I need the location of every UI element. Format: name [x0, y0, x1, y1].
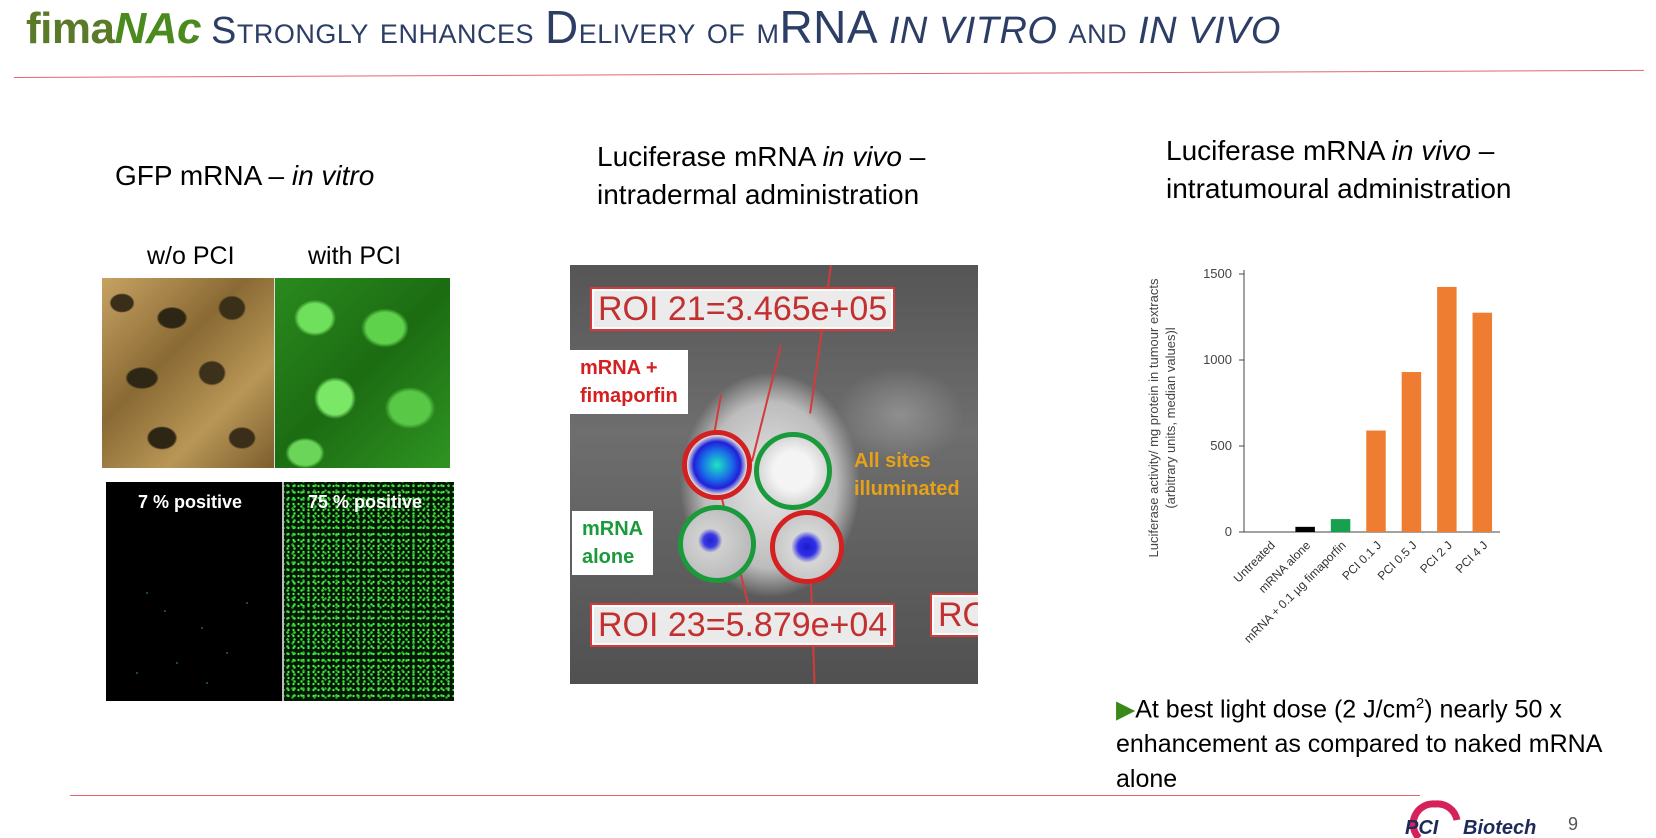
ivis-image: ROI 21=3.465e+05 ROI 23=5.879e+04 RO mRN… — [570, 265, 978, 684]
panel-gfp-caption: GFP mRNA – in vitro — [115, 160, 375, 191]
brand-name: fimaNAc — [26, 4, 202, 53]
chart-y-tick-label: 500 — [1210, 438, 1232, 453]
chart-ylabel-line2: (arbitrary units, median values)l — [1163, 327, 1178, 508]
luciferase-bar-chart: Luciferase activity/ mg protein in tumou… — [1146, 266, 1500, 646]
flow-image: 7 % positive 75 % positive — [106, 482, 454, 701]
chart-y-tick-label: 1500 — [1203, 266, 1232, 281]
pci-biotech-logo: PCI Biotech — [1405, 800, 1536, 838]
microscopy-without-pci — [102, 278, 274, 468]
chart-x-tick-label: PCI 2 J — [1417, 538, 1455, 576]
flow-with-pci: 75 % positive — [284, 482, 454, 701]
label-mrna-fimaporfin: mRNA +fimaporfin — [570, 350, 688, 414]
slide-title: fimaNAc Strongly enhances Delivery of mR… — [26, 0, 1281, 58]
microscopy-image — [102, 278, 450, 468]
roi-circle-fimaporfin — [682, 430, 752, 500]
svg-text:Biotech: Biotech — [1463, 817, 1536, 838]
logo-arc-icon — [1409, 800, 1461, 838]
title-text: Strongly enhances Delivery of mRNA in vi… — [211, 1, 1281, 53]
flow-label-with: 75 % positive — [308, 492, 423, 512]
chart-bar-4 — [1366, 430, 1386, 532]
chart-bar-2 — [1295, 526, 1315, 532]
roi-label-bottom: ROI 23=5.879e+04 — [590, 603, 896, 647]
roi-label-right: RO — [930, 593, 978, 637]
panel-intradermal-caption: Luciferase mRNA in vivo – intradermal ad… — [597, 141, 926, 210]
chart-bar-7 — [1472, 312, 1493, 532]
chart-y-tick-label: 0 — [1225, 524, 1232, 539]
label-without-pci: w/o PCI — [147, 242, 235, 270]
chart-bar-3 — [1330, 519, 1351, 532]
flow-without-pci: 7 % positive — [106, 482, 282, 701]
chart-y-axis-title: Luciferase activity/ mg protein in tumou… — [1146, 278, 1178, 557]
microscopy-with-pci — [275, 278, 450, 468]
page-number: 9 — [1568, 814, 1579, 834]
bullet-arrow-icon: ▶ — [1116, 695, 1136, 724]
key-finding-bullet: ▶At best light dose (2 J/cm2) nearly 50 … — [1116, 695, 1601, 794]
chart-bar-5 — [1401, 372, 1422, 532]
chart-x-tick-label: PCI 4 J — [1453, 538, 1491, 576]
chart-x-tick-label: PCI 0.5 J — [1375, 538, 1420, 583]
roi-circle-alone — [678, 505, 756, 583]
flow-label-without: 7 % positive — [138, 492, 243, 512]
roi-circle-green-top — [754, 432, 832, 510]
svg-text:PCI: PCI — [1405, 817, 1439, 838]
panel-intratumoural-caption: Luciferase mRNA in vivo – intratumoural … — [1166, 135, 1512, 204]
roi-label-top: ROI 21=3.465e+05 — [590, 287, 896, 331]
chart-ylabel-line1: Luciferase activity/ mg protein in tumou… — [1146, 278, 1161, 557]
chart-bar-6 — [1437, 286, 1457, 532]
top-divider — [13, 69, 1644, 78]
bottom-divider — [70, 795, 1420, 796]
chart-y-tick-label: 1000 — [1203, 352, 1232, 367]
label-with-pci: with PCI — [308, 242, 402, 270]
roi-circle-red-bottom — [770, 510, 844, 584]
